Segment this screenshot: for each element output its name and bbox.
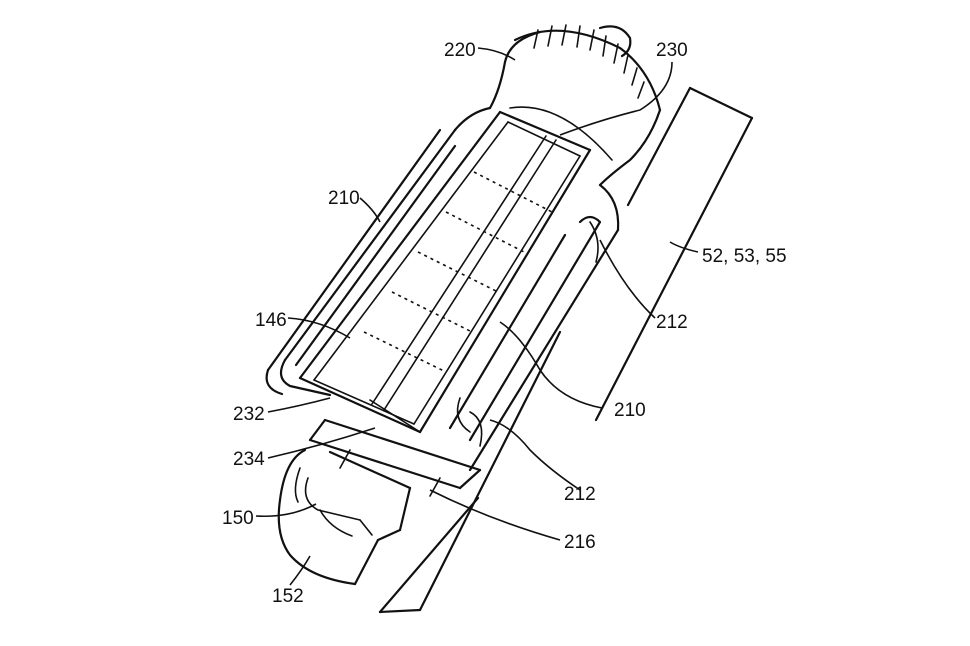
cage-arm-left (265, 128, 457, 396)
label-210-top: 210 (328, 188, 360, 209)
label-234: 234 (233, 449, 265, 470)
bottle-cap (488, 24, 662, 187)
label-150: 150 (222, 508, 254, 529)
solar-panel (298, 110, 592, 434)
label-52-53-55: 52, 53, 55 (702, 246, 787, 267)
label-232: 232 (233, 404, 265, 425)
label-230: 230 (656, 40, 688, 61)
frame-tube (378, 86, 754, 614)
label-212-top: 212 (656, 312, 688, 333)
reference-labels: 220 230 210 52, 53, 55 212 146 210 232 2… (222, 40, 787, 607)
cage-arm-right (448, 215, 602, 447)
label-212-bot: 212 (564, 484, 596, 505)
label-220: 220 (444, 40, 476, 61)
label-216: 216 (564, 532, 596, 553)
label-152: 152 (272, 586, 304, 607)
label-146: 146 (255, 310, 287, 331)
bottle-body (279, 106, 620, 472)
leader-lines (255, 47, 699, 586)
cap-ridges (533, 24, 645, 99)
label-210-mid: 210 (614, 400, 646, 421)
mount-bracket (308, 418, 482, 497)
battery-module (277, 448, 412, 586)
